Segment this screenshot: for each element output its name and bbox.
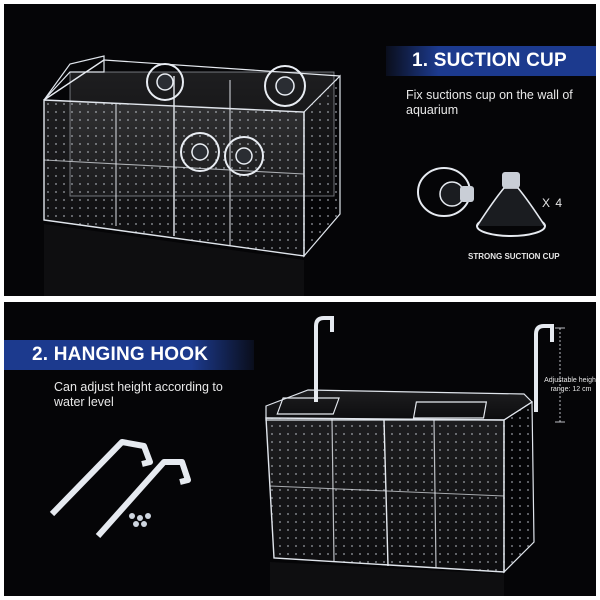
hanging-hook-title: 2. HANGING HOOK [4,340,254,370]
quantity-label: X 4 [542,196,564,210]
loose-hook-icon [95,459,191,538]
suction-cup-caption: Fix suctions cup on the wall of aquarium [406,88,573,117]
hanging-hook-icon [314,316,334,402]
loose-hook-icon [49,439,153,517]
suction-cup-title: 1. SUCTION CUP [386,46,596,76]
suction-cup-icon [146,63,184,101]
loose-suction-cup-icon [417,167,474,217]
isolation-box-with-suction-cups [43,55,546,296]
hanging-hook-icon [534,324,554,412]
hanging-hook-caption: Can adjust height according to water lev… [54,380,223,409]
suction-cup-icon [224,136,264,176]
suction-cup-icon [264,65,306,107]
loose-suction-cup-icon [476,172,546,237]
suction-cup-panel: 1. SUCTION CUP Fix suctions cup on the w… [4,4,596,296]
screws-icon [129,513,151,527]
strong-suction-cup-label: STRONG SUCTION CUP [468,252,560,261]
adjustable-range-label: Adjustable height range: 12 cm [544,377,596,393]
isolation-box-with-hooks [49,316,565,596]
suction-cup-icon [180,132,220,172]
hanging-hook-panel: 2. HANGING HOOK Can adjust height accord… [4,302,596,596]
